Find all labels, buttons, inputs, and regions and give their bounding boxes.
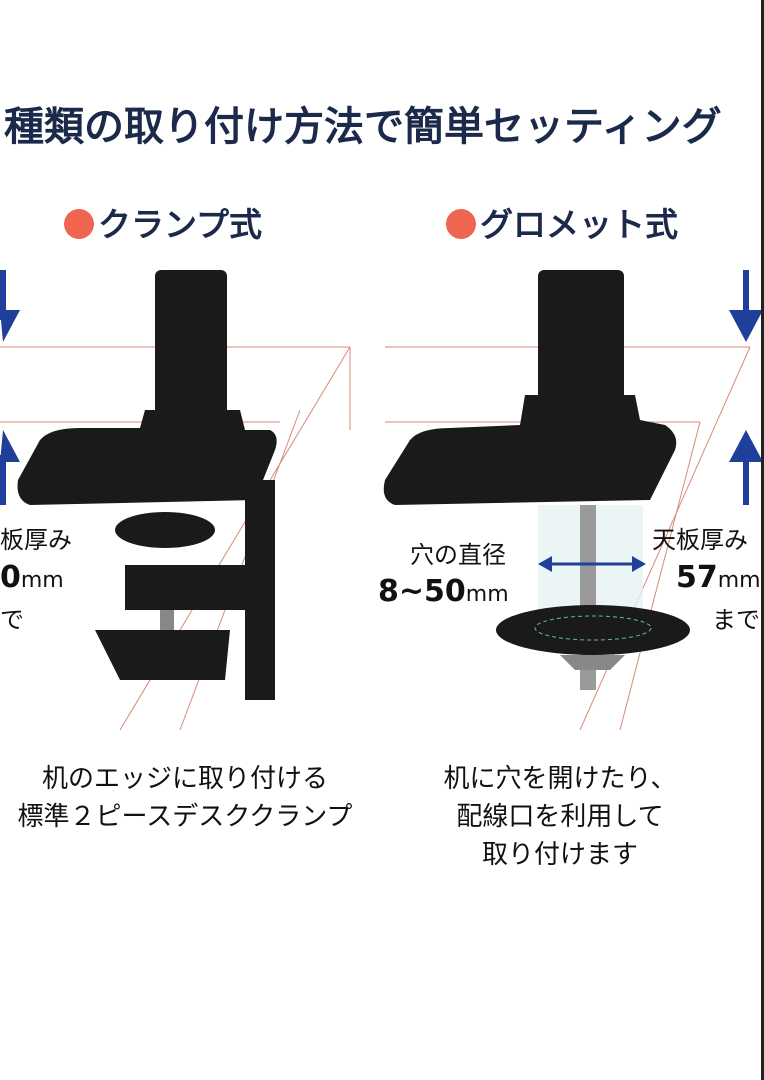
grommet-caption: 机に穴を開けたり、 配線口を利用して 取り付けます bbox=[400, 760, 720, 874]
grommet-heading: グロメット式 bbox=[446, 198, 678, 246]
clamp-heading: クランプ式 bbox=[64, 198, 262, 246]
caption-line: 机に穴を開けたり、 bbox=[443, 764, 677, 794]
caption-line: 標準２ピースデスククランプ bbox=[17, 802, 353, 832]
clamp-thickness-suffix: で bbox=[0, 606, 24, 634]
clamp-caption: 机のエッジに取り付ける 標準２ピースデスククランプ bbox=[0, 760, 370, 836]
bullet-icon bbox=[446, 209, 476, 239]
clamp-product bbox=[17, 270, 277, 700]
hole-diameter-label: 穴の直径 bbox=[410, 541, 506, 569]
grommet-product bbox=[383, 270, 690, 690]
grommet-thickness-value: 57mm bbox=[676, 560, 761, 595]
hole-diameter-value: 8~50mm bbox=[378, 574, 509, 609]
image-border bbox=[761, 0, 764, 1080]
clamp-thickness-label: 板厚み bbox=[0, 526, 72, 554]
value: 8~50 bbox=[378, 574, 466, 609]
caption-line: 取り付けます bbox=[481, 840, 638, 870]
thickness-arrows bbox=[0, 270, 763, 505]
clamp-heading-text: クランプ式 bbox=[98, 205, 263, 244]
value: 57 bbox=[676, 560, 718, 595]
unit: mm bbox=[465, 582, 509, 607]
grommet-thickness-suffix: まで bbox=[712, 606, 760, 634]
caption-line: 机のエッジに取り付ける bbox=[41, 764, 328, 794]
unit: mm bbox=[20, 568, 64, 593]
value: 0 bbox=[0, 560, 21, 595]
clamp-thickness-value: 0mm bbox=[0, 560, 64, 595]
grommet-thickness-label: 天板厚み bbox=[652, 526, 748, 554]
unit: mm bbox=[717, 568, 761, 593]
page-title: 種類の取り付け方法で簡単セッティング bbox=[4, 104, 722, 150]
mount-illustration bbox=[0, 270, 763, 731]
grommet-heading-text: グロメット式 bbox=[480, 205, 678, 244]
bullet-icon bbox=[64, 209, 94, 239]
caption-line: 配線口を利用して bbox=[456, 802, 664, 832]
